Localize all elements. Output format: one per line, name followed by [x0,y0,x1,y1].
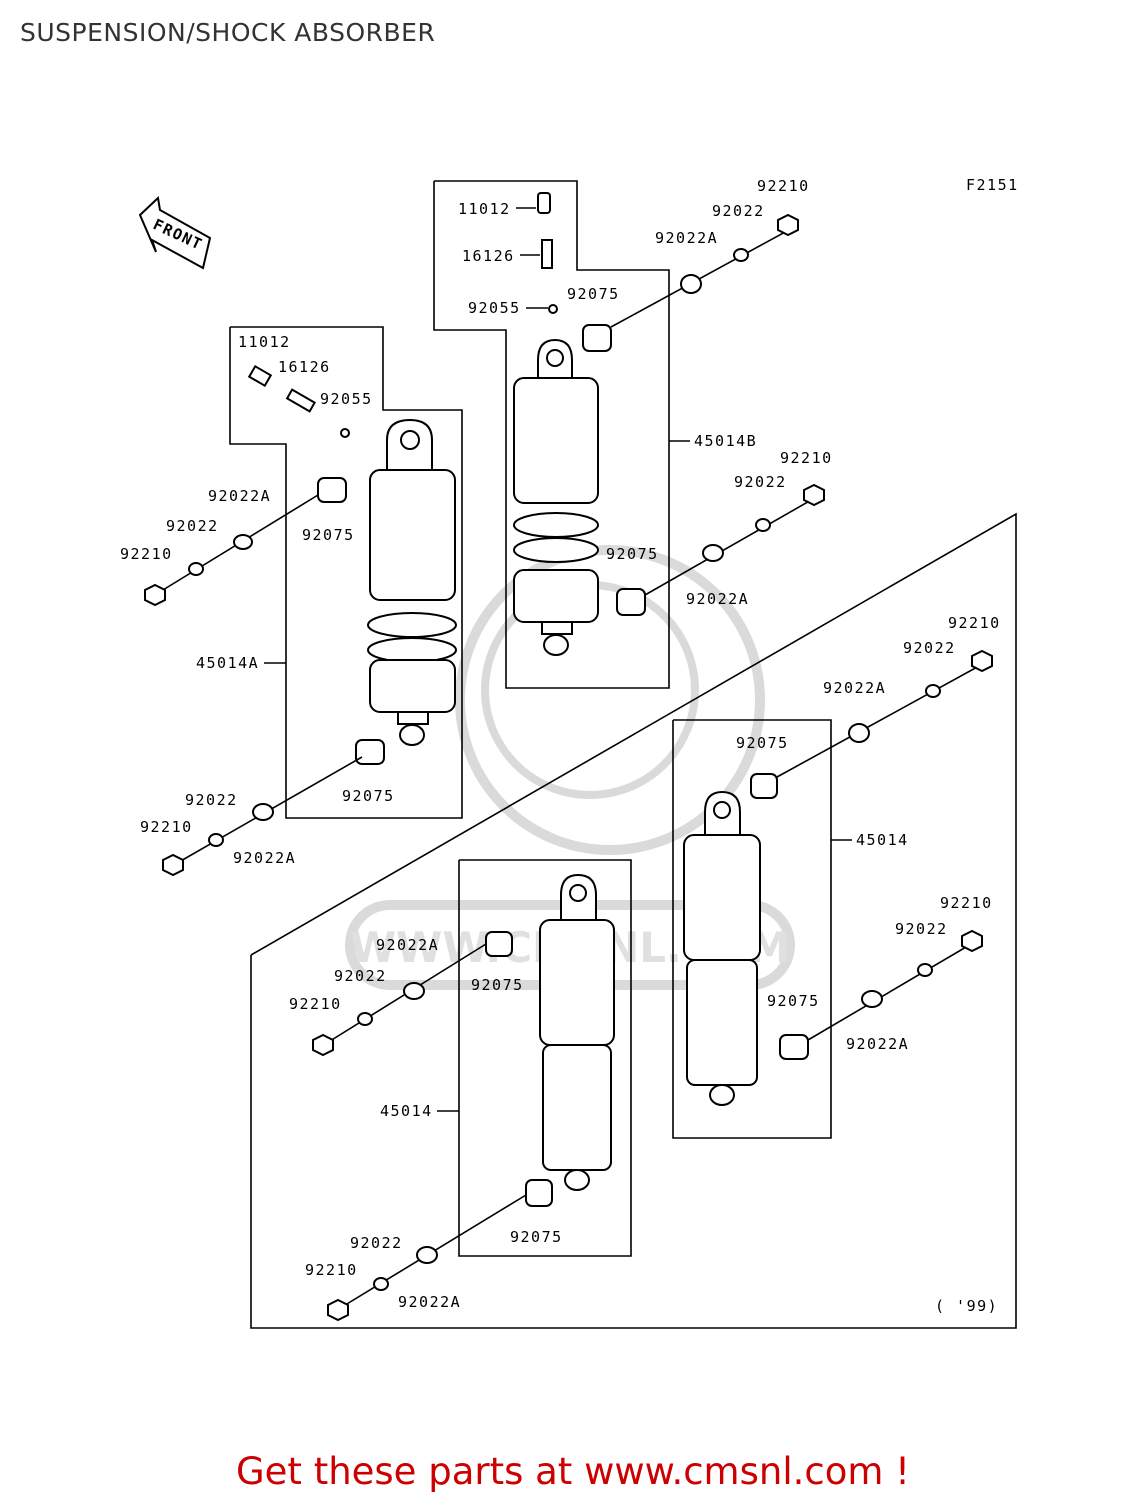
label-45014: 45014 [380,1102,433,1120]
label-92075: 92075 [736,734,789,752]
label-92210: 92210 [757,177,810,195]
label-92022: 92022 [350,1234,403,1252]
label-92022: 92022 [334,967,387,985]
promo-footer-link[interactable]: Get these parts at www.cmsnl.com ! [235,1450,910,1493]
label-92022a: 92022A [846,1035,909,1053]
shock-group-45014a: 11012 16126 92055 92022A 92022 92210 920… [120,326,463,877]
model-99-frame [250,512,1017,1329]
label-92022: 92022 [712,202,765,220]
label-92075: 92075 [302,526,355,544]
label-11012: 11012 [458,200,511,218]
page-title: SUSPENSION/SHOCK ABSORBER [20,18,436,47]
label-92075: 92075 [567,285,620,303]
label-92210: 92210 [940,894,993,912]
label-92022a: 92022A [655,229,718,247]
label-92022a: 92022A [398,1293,461,1311]
label-92075: 92075 [767,992,820,1010]
shock-group-45014b: 11012 16126 92055 92075 92022A 92022 922… [433,177,833,689]
label-45014a: 45014A [196,654,259,672]
label-92210: 92210 [120,545,173,563]
label-92022: 92022 [895,920,948,938]
label-92022: 92022 [903,639,956,657]
label-92022: 92022 [166,517,219,535]
label-45014b: 45014B [694,432,757,450]
label-92022a: 92022A [823,679,886,697]
label-92022a: 92022A [233,849,296,867]
shock-group-45014-lower: 92022A 92022 92210 92075 45014 92075 920… [289,859,632,1322]
label-92022a: 92022A [686,590,749,608]
label-92022a: 92022A [376,936,439,954]
label-16126: 16126 [278,358,331,376]
label-92055: 92055 [320,390,373,408]
label-92210: 92210 [780,449,833,467]
label-92022: 92022 [185,791,238,809]
front-arrow: FRONT [138,195,212,270]
shock-group-45014-right: 92210 92022 92022A 92075 45014 92210 920… [672,614,1001,1139]
label-45014: 45014 [856,831,909,849]
year-note: ( '99) [935,1297,998,1315]
label-92075: 92075 [510,1228,563,1246]
label-92055: 92055 [468,299,521,317]
label-92075: 92075 [606,545,659,563]
label-16126: 16126 [462,247,515,265]
parts-diagram: WWW.CMSNL.COM FRONT F2151 110 [120,176,1019,1329]
label-92022a: 92022A [208,487,271,505]
figure-code: F2151 [966,176,1019,194]
label-92210: 92210 [289,995,342,1013]
label-92210: 92210 [305,1261,358,1279]
label-92210: 92210 [140,818,193,836]
label-11012: 11012 [238,333,291,351]
label-92075: 92075 [342,787,395,805]
label-92210: 92210 [948,614,1001,632]
label-92022: 92022 [734,473,787,491]
label-92075: 92075 [471,976,524,994]
